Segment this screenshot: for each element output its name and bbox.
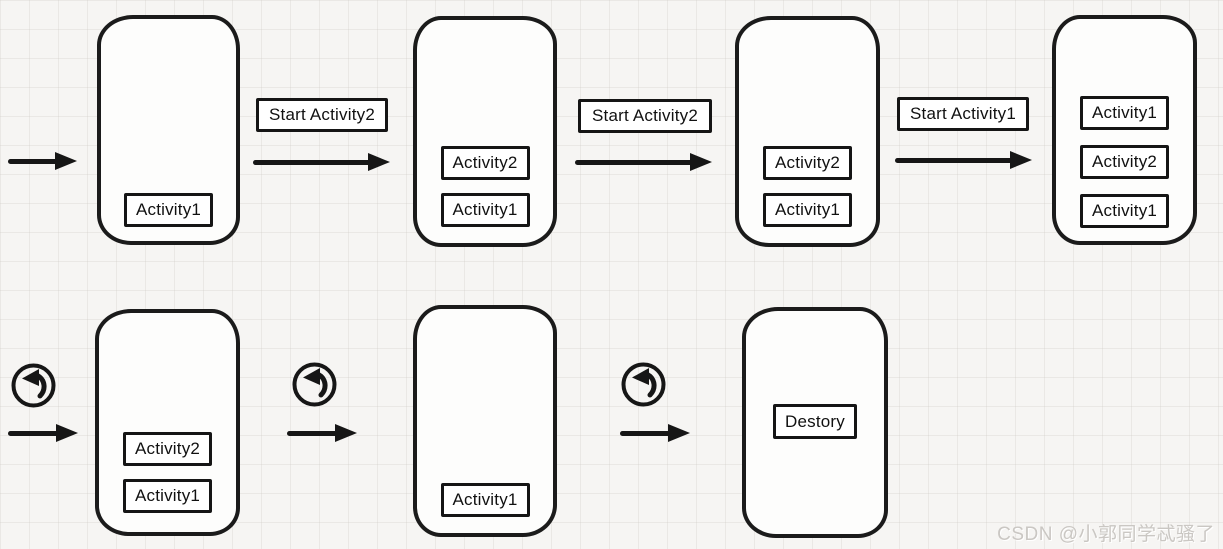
activity-stack: Activity2 Activity1 [417, 146, 553, 227]
destroy-box: Destory [773, 404, 857, 439]
flow-arrow-icon [287, 424, 357, 442]
activity-stack: Activity1 Activity2 Activity1 [1056, 96, 1193, 228]
phone-destroyed: Destory [742, 307, 888, 538]
activity-box: Activity2 [123, 432, 212, 466]
flow-arrow-icon [895, 151, 1032, 169]
arrow-head [56, 424, 78, 442]
arrow-shaft [287, 431, 341, 436]
activity-stack: Destory [746, 404, 884, 439]
phone-after-start2: Activity2 Activity1 [413, 16, 557, 247]
activity-box: Activity2 [1080, 145, 1169, 179]
entry-arrow-icon [8, 152, 77, 170]
activity-box: Activity1 [1080, 96, 1169, 130]
activity-box: Activity1 [440, 483, 530, 517]
activity-box: Activity2 [763, 146, 852, 180]
transition-label: Start Activity1 [897, 97, 1029, 131]
transition-label: Start Activity2 [256, 98, 388, 132]
back-button-icon [10, 362, 57, 409]
phone-initial: Activity1 [97, 15, 240, 245]
arrow-head [1010, 151, 1032, 169]
back-button-icon [620, 361, 667, 408]
arrow-head [55, 152, 77, 170]
flow-arrow-icon [8, 424, 78, 442]
transition-label: Start Activity2 [578, 99, 712, 133]
arrow-head [368, 153, 390, 171]
flow-arrow-icon [253, 153, 390, 171]
arrow-shaft [253, 160, 374, 165]
activity-box: Activity1 [763, 193, 852, 227]
activity-box: Activity1 [123, 479, 212, 513]
flow-arrow-icon [575, 153, 712, 171]
activity-stack: Activity2 Activity1 [739, 146, 876, 227]
activity-box: Activity1 [1080, 194, 1169, 228]
phone-repeat: Activity2 Activity1 [735, 16, 880, 247]
back-button-icon [291, 361, 338, 408]
arrow-head [668, 424, 690, 442]
flow-arrow-icon [620, 424, 690, 442]
activity-box: Activity2 [440, 146, 530, 180]
activity-stack: Activity1 [417, 483, 553, 517]
arrow-shaft [620, 431, 674, 436]
watermark: CSDN @小郭同学忒骚了 [997, 524, 1215, 545]
arrow-head [335, 424, 357, 442]
arrow-shaft [8, 431, 62, 436]
phone-after-start1: Activity1 Activity2 Activity1 [1052, 15, 1197, 245]
phone-back-twice: Activity1 [413, 305, 557, 537]
activity-stack: Activity1 [101, 193, 236, 227]
phone-back-once: Activity2 Activity1 [95, 309, 240, 536]
arrow-head [690, 153, 712, 171]
arrow-shaft [575, 160, 696, 165]
activity-box: Activity1 [124, 193, 213, 227]
activity-box: Activity1 [440, 193, 530, 227]
activity-stack: Activity2 Activity1 [99, 432, 236, 513]
arrow-shaft [895, 158, 1016, 163]
arrow-shaft [8, 159, 61, 164]
